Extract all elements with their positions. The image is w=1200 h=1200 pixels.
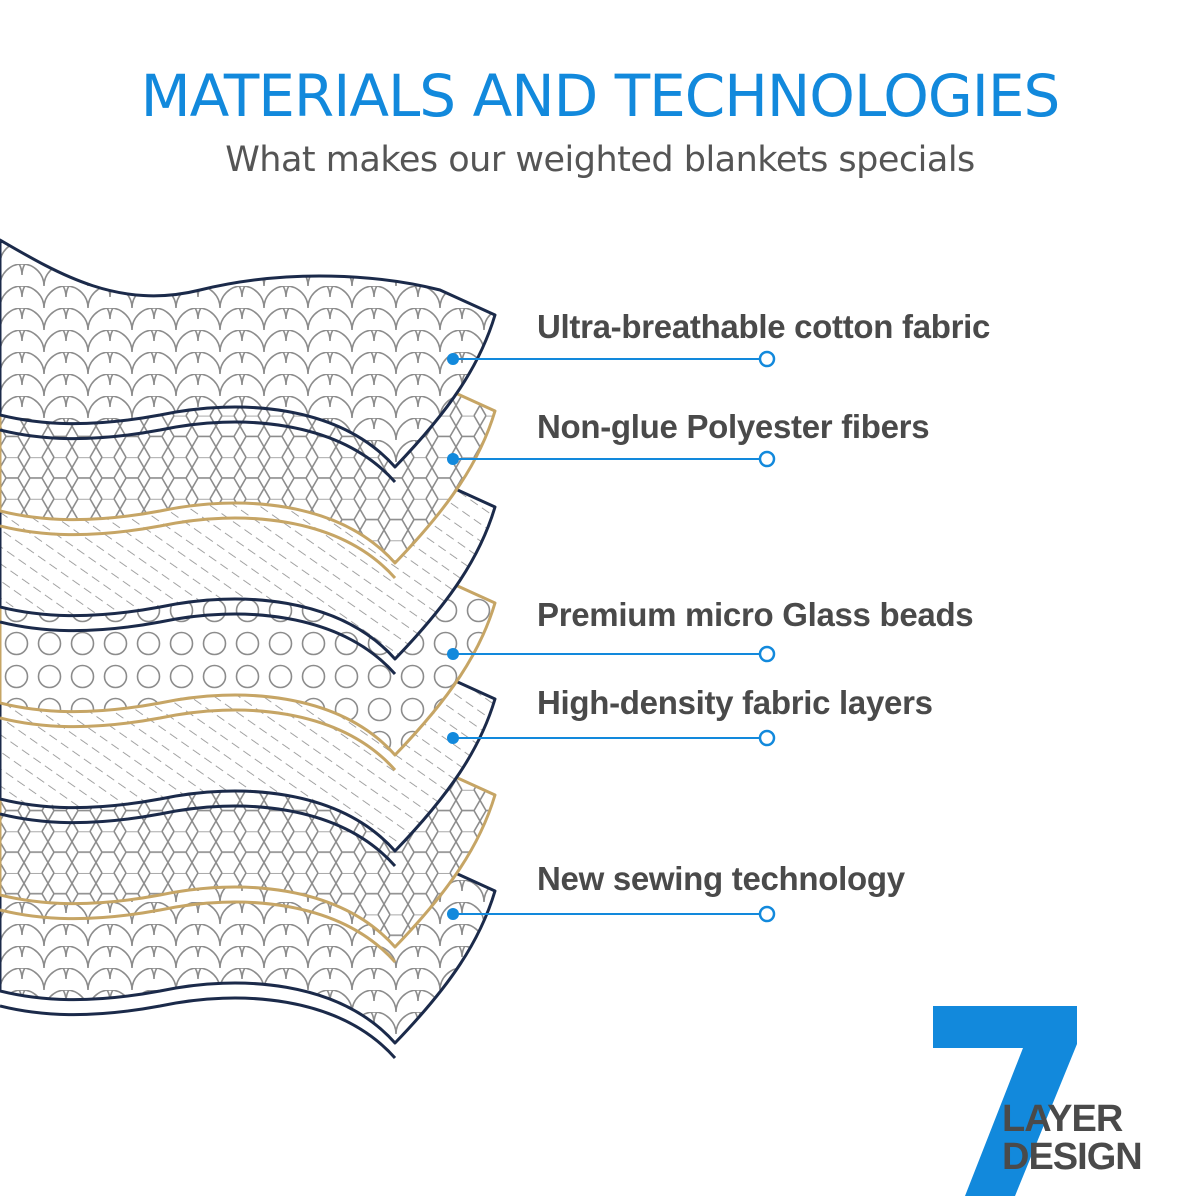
layer-2-edge: [0, 516, 397, 579]
badge-line-layer: LAYER: [1002, 1098, 1123, 1140]
callout-ring-1: [758, 350, 776, 368]
callout-ring-2: [758, 450, 776, 468]
layer-1-sheet: [0, 238, 497, 469]
callout-dot-4: [447, 732, 459, 744]
callout-dot-5: [447, 908, 459, 920]
layer-1-edge: [0, 420, 397, 483]
page-subtitle: What makes our weighted blankets special…: [225, 140, 975, 180]
page-title: MATERIALS AND TECHNOLOGIES: [140, 62, 1061, 130]
callout-label-polyester: Non-glue Polyester fibers: [537, 408, 930, 445]
layer-7-edge: [0, 996, 397, 1059]
layer-6-edge: [0, 900, 397, 963]
seven-numeral: [933, 1006, 1077, 1196]
callout-dot-2: [447, 453, 459, 465]
callouts-group: [447, 350, 776, 923]
callout-label-glass-beads: Premium micro Glass beads: [537, 596, 974, 633]
layer-4-edge: [0, 708, 397, 771]
callout-label-cotton: Ultra-breathable cotton fabric: [537, 308, 991, 345]
layer-3-edge: [0, 612, 397, 675]
callout-dot-1: [447, 353, 459, 365]
callout-dot-3: [447, 648, 459, 660]
callout-ring-5: [758, 905, 776, 923]
callout-label-fabric-layers: High-density fabric layers: [537, 684, 933, 721]
callout-ring-3: [758, 645, 776, 663]
badge-line-design: DESIGN: [1002, 1136, 1143, 1178]
layer-5-edge: [0, 804, 397, 867]
callout-label-sewing: New sewing technology: [537, 860, 905, 897]
layer-1: [0, 238, 497, 483]
callout-ring-4: [758, 729, 776, 747]
layers-group: [0, 238, 497, 1059]
